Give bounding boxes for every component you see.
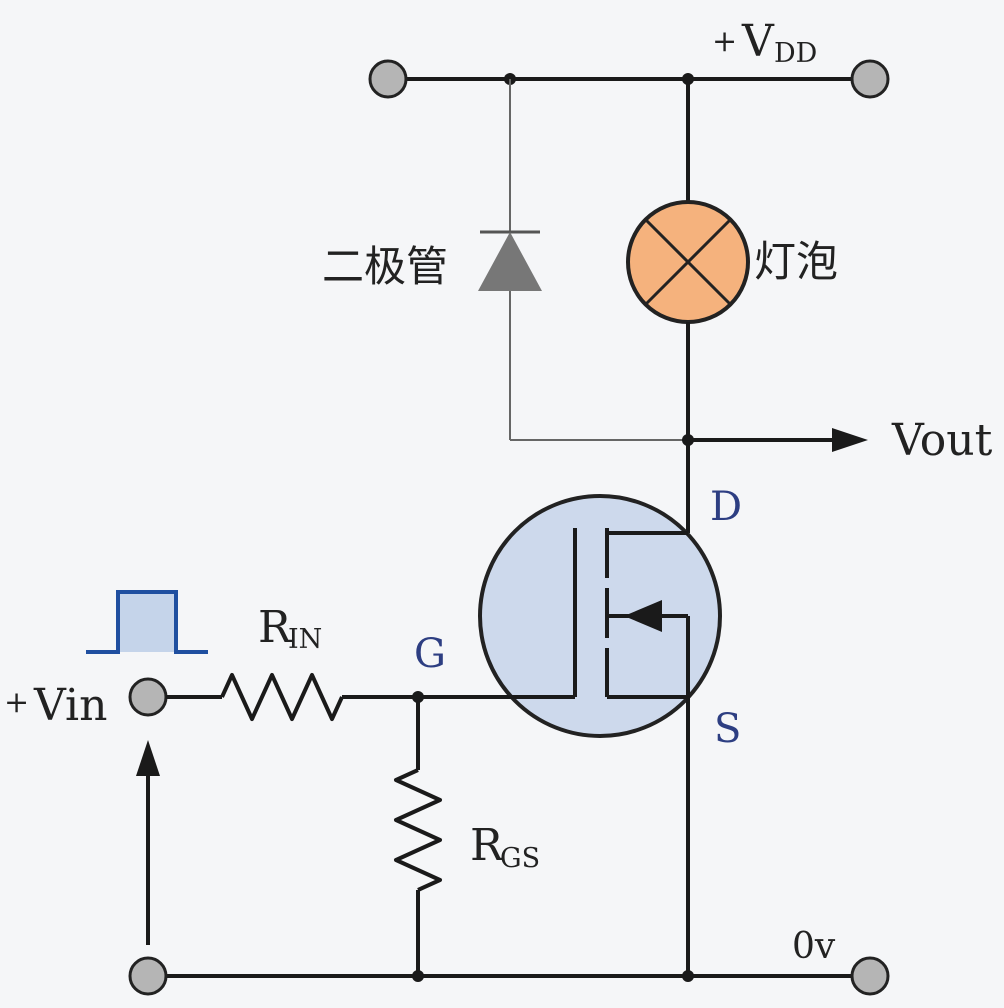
supply-plus-sign: + (712, 24, 737, 59)
source-label: S (714, 706, 741, 752)
junction-dot (412, 970, 424, 982)
rin-resistor (220, 673, 344, 721)
pulse-fill (118, 592, 176, 652)
rin-label-main: R (258, 602, 293, 653)
ground-label: 0v (792, 926, 836, 967)
vin-label: Vin (33, 680, 107, 731)
ground-terminal-right (850, 956, 890, 996)
mosfet-arrow (624, 600, 662, 632)
vdd-terminal-right (850, 59, 890, 99)
rgs-label-main: R (470, 820, 505, 871)
lamp-label: 灯泡 (754, 237, 838, 286)
rgs-resistor (394, 768, 442, 892)
vin-terminal (128, 677, 168, 717)
vout-arrow (832, 428, 868, 452)
ground-terminal-left (128, 956, 168, 996)
vin-arrow-head (136, 740, 160, 776)
supply-label-sub: DD (774, 38, 817, 69)
vin-plus-sign: + (4, 685, 29, 720)
vdd-terminal-left (368, 59, 408, 99)
diode-triangle (478, 232, 542, 291)
gate-label: G (414, 631, 446, 677)
mosfet-body (478, 494, 722, 738)
rin-label-sub: IN (288, 624, 322, 655)
input-pulse (86, 590, 208, 654)
drain-label: D (710, 484, 742, 530)
rgs-label-sub: GS (500, 843, 540, 874)
diode-label: 二极管 (322, 242, 448, 291)
junction-dot (682, 970, 694, 982)
lamp-cross-b (644, 218, 732, 306)
supply-label-main: V (741, 16, 775, 67)
vout-label: Vout (891, 415, 993, 466)
